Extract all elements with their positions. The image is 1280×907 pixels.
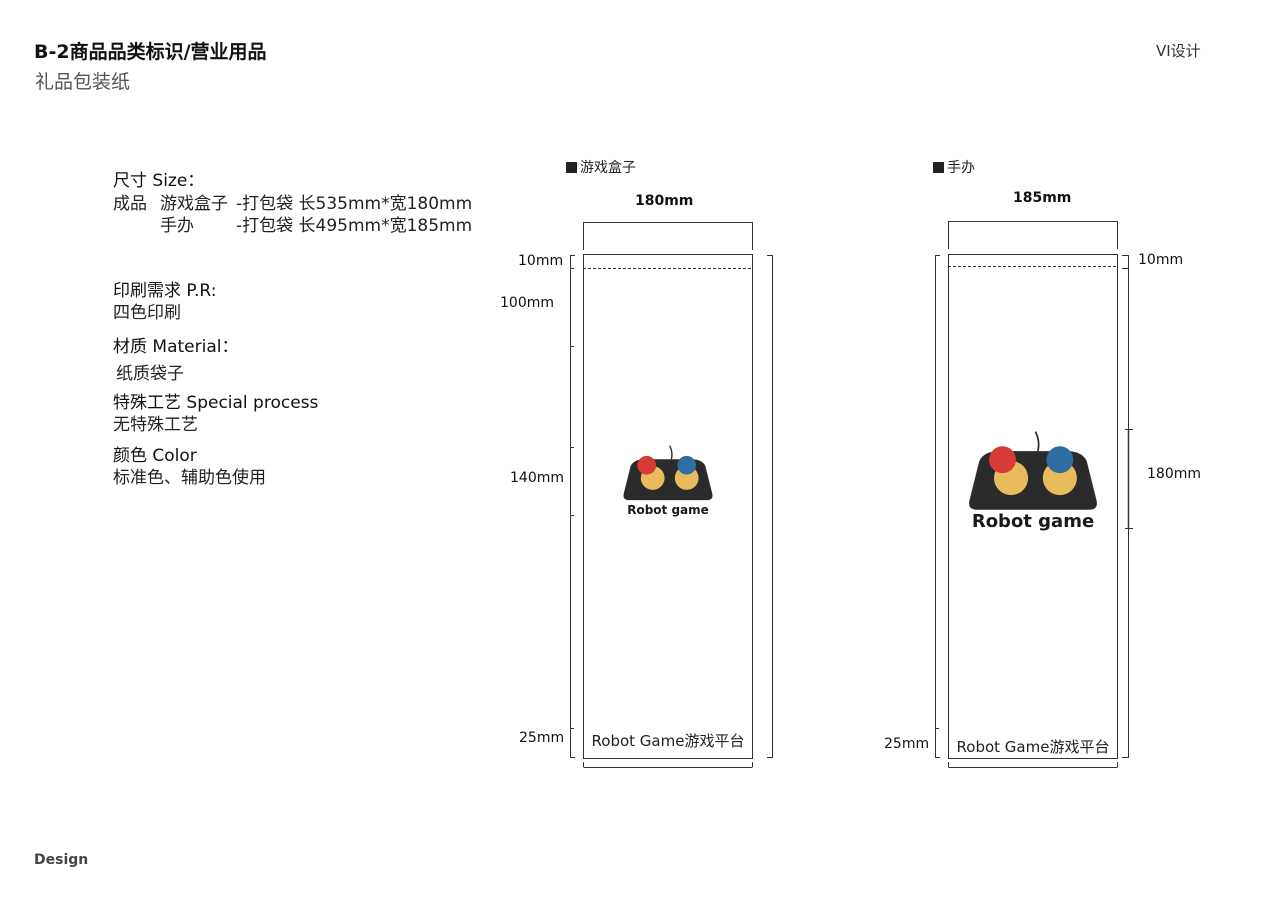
size-line2-detail: -打包袋 长495mm*宽185mm: [236, 216, 473, 236]
bag2-width-dim: 185mm: [1013, 190, 1072, 206]
page-subtitle: 礼品包装纸: [35, 71, 131, 93]
material-heading: 材质 Material：: [113, 337, 239, 357]
bag2-outline: [948, 254, 1118, 759]
process-heading: 特殊工艺 Special process: [113, 393, 319, 413]
bag2-label: 手办: [933, 157, 975, 177]
square-bullet-icon: [566, 162, 577, 173]
size-line1-item: 游戏盒子: [160, 194, 228, 214]
bag2-logo-dim: 180mm: [1147, 466, 1201, 482]
controller-cable-icon: [669, 445, 673, 460]
material-value: 纸质袋子: [116, 364, 184, 384]
color-heading: 颜色 Color: [113, 446, 197, 466]
bag1-controller-logo: [623, 445, 713, 501]
process-value: 无特殊工艺: [113, 415, 198, 435]
controller-button-blue-icon: [677, 455, 697, 475]
bag1-label: 游戏盒子: [566, 157, 636, 177]
bag1-outline: [583, 254, 753, 759]
bag1-bottom-dim: 25mm: [519, 730, 565, 746]
color-value: 标准色、辅助色使用: [113, 468, 266, 488]
bag1-seg1-dim: 100mm: [500, 295, 554, 311]
section-tag: VI设计: [1156, 42, 1201, 60]
page-title: B-2商品品类标识/营业用品: [34, 41, 267, 63]
bag2-bottom-dim: 25mm: [884, 736, 930, 752]
controller-body-icon: [623, 459, 713, 501]
bag2-footer-text: Robot Game游戏平台: [956, 738, 1110, 756]
bag1-footer-text: Robot Game游戏平台: [591, 732, 745, 750]
product-label: 成品: [113, 194, 147, 214]
bag2-controller-logo: [969, 431, 1097, 510]
bag1-width-dim: 180mm: [635, 193, 694, 209]
bag2-top-dim: 10mm: [1138, 252, 1184, 268]
bag1-seg2-dim: 140mm: [510, 470, 564, 486]
bag1-logo-text: Robot game: [627, 503, 709, 517]
size-line1-detail: -打包袋 长535mm*宽180mm: [236, 194, 473, 214]
bag1-top-dim: 10mm: [518, 253, 564, 269]
size-heading: 尺寸 Size：: [113, 171, 205, 191]
print-value: 四色印刷: [113, 303, 181, 323]
square-bullet-icon: [933, 162, 944, 173]
print-heading: 印刷需求 P.R:: [113, 281, 217, 301]
bag2-logo-text: Robot game: [971, 511, 1095, 532]
controller-button-red-icon: [637, 455, 657, 475]
size-line2-item: 手办: [160, 216, 194, 236]
footer-brand: Design: [34, 852, 89, 868]
